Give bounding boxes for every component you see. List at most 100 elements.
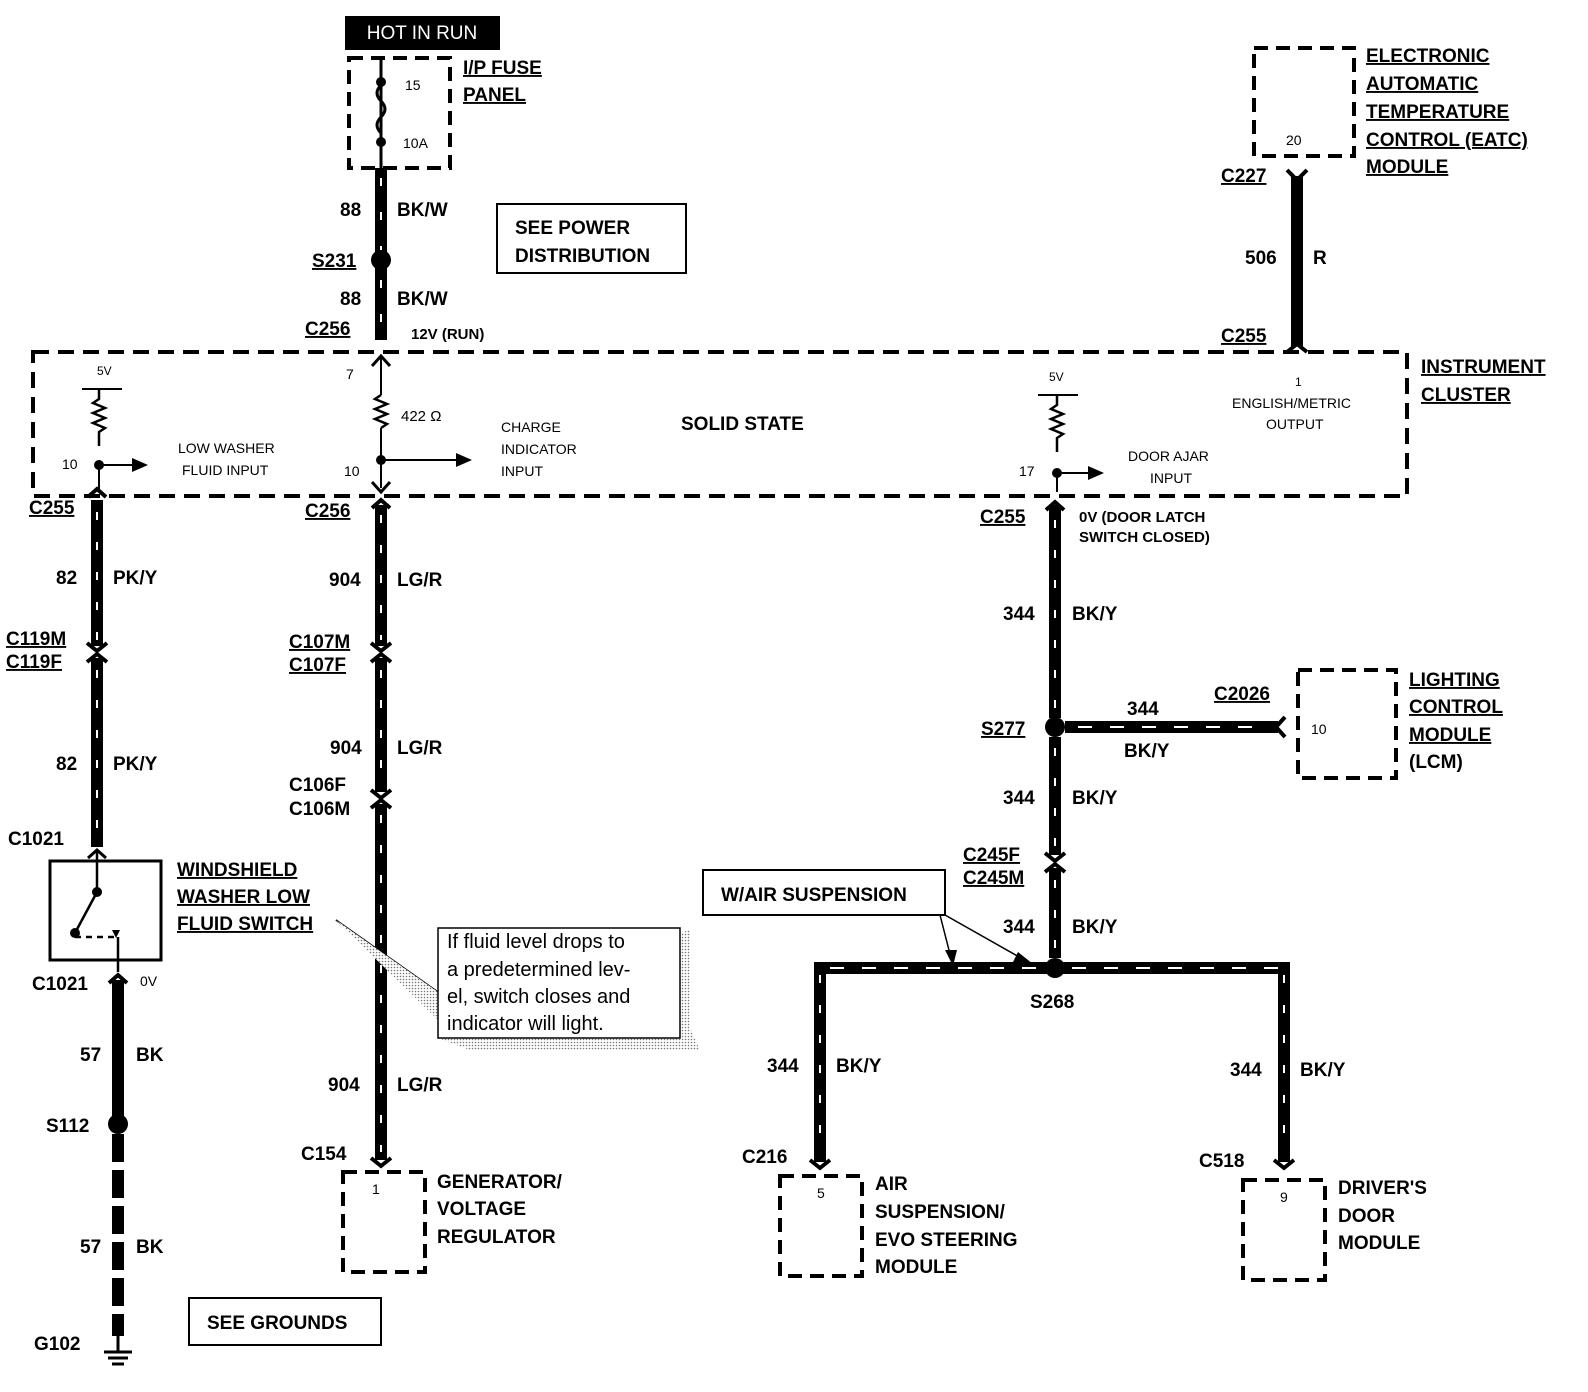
- svg-text:el, switch closes and: el, switch closes and: [447, 986, 630, 1008]
- wire-57: C1021 0V 57 BK S112 57 BK G102: [32, 972, 164, 1366]
- label-c255-top: C255: [1221, 326, 1267, 347]
- splice-s277: [1045, 717, 1065, 737]
- svg-text:VOLTAGE: VOLTAGE: [437, 1199, 526, 1220]
- svg-text:WINDSHIELD: WINDSHIELD: [177, 860, 297, 881]
- svg-text:5V: 5V: [97, 364, 112, 378]
- fuse-icon: [375, 83, 387, 135]
- svg-text:10: 10: [1311, 721, 1327, 737]
- svg-text:344: 344: [1230, 1060, 1262, 1081]
- svg-text:904: 904: [328, 1075, 360, 1096]
- svg-text:INPUT: INPUT: [1150, 470, 1192, 486]
- svg-text:PK/Y: PK/Y: [113, 754, 158, 775]
- svg-text:OUTPUT: OUTPUT: [1266, 416, 1324, 432]
- svg-text:C518: C518: [1199, 1151, 1244, 1172]
- svg-text:BK/Y: BK/Y: [1072, 917, 1118, 938]
- splice-s231: [371, 250, 391, 270]
- air-suspension-module: 5 AIR SUSPENSION/ EVO STEERING MODULE: [778, 1174, 1018, 1278]
- svg-text:C107F: C107F: [289, 655, 346, 676]
- svg-text:SEE GROUNDS: SEE GROUNDS: [207, 1313, 347, 1334]
- svg-text:PK/Y: PK/Y: [113, 568, 158, 589]
- svg-text:SOLID STATE: SOLID STATE: [681, 414, 804, 435]
- svg-text:BK/Y: BK/Y: [1124, 741, 1170, 762]
- svg-text:ELECTRONIC: ELECTRONIC: [1366, 46, 1490, 67]
- eatc-module: 20 ELECTRONIC AUTOMATIC TEMPERATURE CONT…: [1221, 46, 1528, 187]
- svg-text:TEMPERATURE: TEMPERATURE: [1366, 102, 1509, 123]
- svg-text:422 Ω: 422 Ω: [401, 408, 441, 425]
- svg-text:WASHER LOW: WASHER LOW: [177, 887, 310, 908]
- svg-text:SUSPENSION/: SUSPENSION/: [875, 1202, 1006, 1223]
- svg-text:AUTOMATIC: AUTOMATIC: [1366, 74, 1479, 95]
- svg-text:(LCM): (LCM): [1409, 752, 1463, 773]
- fluid-level-note: If fluid level drops to a predetermined …: [336, 920, 700, 1050]
- svg-text:C1021: C1021: [32, 974, 88, 995]
- svg-text:S112: S112: [46, 1116, 89, 1137]
- svg-text:344: 344: [1003, 604, 1035, 625]
- fuse-panel: 15 10A I/P FUSE PANEL: [347, 56, 542, 170]
- svg-text:LG/R: LG/R: [397, 1075, 443, 1096]
- svg-text:CONTROL: CONTROL: [1409, 697, 1503, 718]
- svg-text:506: 506: [1245, 248, 1277, 269]
- svg-text:C2026: C2026: [1214, 684, 1270, 705]
- wire-904: C256 904 LG/R C107M C107F 904 LG/R C106F…: [289, 497, 443, 1169]
- svg-text:C245M: C245M: [963, 868, 1024, 889]
- hot-in-run-label: HOT IN RUN: [345, 16, 500, 50]
- svg-text:LIGHTING: LIGHTING: [1409, 670, 1500, 691]
- svg-text:LOW WASHER: LOW WASHER: [178, 440, 275, 456]
- svg-text:0V (DOOR LATCH: 0V (DOOR LATCH: [1079, 509, 1205, 526]
- svg-text:904: 904: [329, 570, 361, 591]
- svg-text:C245F: C245F: [963, 845, 1020, 866]
- svg-text:C119F: C119F: [6, 652, 62, 673]
- svg-text:DISTRIBUTION: DISTRIBUTION: [515, 246, 650, 267]
- svg-text:C107M: C107M: [289, 632, 350, 653]
- svg-text:344: 344: [1127, 699, 1159, 720]
- wire-344: C255 0V (DOOR LATCH SWITCH CLOSED) 344 B…: [963, 499, 1210, 1013]
- drivers-door-module: 9 DRIVER'S DOOR MODULE: [1241, 1178, 1427, 1282]
- svg-text:BK/Y: BK/Y: [1072, 788, 1118, 809]
- see-power-distribution: SEE POWER DISTRIBUTION: [496, 203, 687, 274]
- svg-text:5V: 5V: [1049, 370, 1064, 384]
- svg-text:9: 9: [1280, 1189, 1288, 1205]
- instrument-cluster: INSTRUMENT CLUSTER SOLID STATE 5V 10 LOW…: [31, 350, 1546, 498]
- svg-text:12V (RUN): 12V (RUN): [411, 326, 484, 343]
- splice-s112: [108, 1114, 128, 1134]
- svg-text:904: 904: [330, 738, 362, 759]
- lighting-control-module: 10 LIGHTING CONTROL MODULE (LCM): [1296, 668, 1503, 780]
- wire-506: 506 R C255: [1221, 168, 1327, 354]
- svg-text:S268: S268: [1030, 992, 1074, 1013]
- ground-icon: [104, 1336, 132, 1366]
- label-s231: S231: [312, 251, 357, 272]
- svg-text:DOOR AJAR: DOOR AJAR: [1128, 448, 1209, 464]
- svg-text:C119M: C119M: [6, 629, 66, 650]
- svg-text:MODULE: MODULE: [875, 1257, 957, 1278]
- svg-text:EVO STEERING: EVO STEERING: [875, 1230, 1018, 1251]
- svg-text:88: 88: [340, 200, 361, 221]
- svg-text:57: 57: [80, 1237, 101, 1258]
- wire-88: 88 BK/W 88 BK/W S231 C256 12V (RUN): [305, 168, 484, 343]
- svg-text:MODULE: MODULE: [1409, 725, 1491, 746]
- svg-text:SWITCH CLOSED): SWITCH CLOSED): [1079, 529, 1210, 546]
- svg-text:57: 57: [80, 1045, 101, 1066]
- fuse-rating: 10A: [403, 135, 429, 151]
- svg-text:INPUT: INPUT: [501, 463, 543, 479]
- wire-82: C255 82 PK/Y C119M C119F 82 PK/Y C1021: [6, 486, 158, 850]
- svg-text:If fluid level drops to: If fluid level drops to: [447, 931, 625, 953]
- svg-text:BK: BK: [136, 1237, 164, 1258]
- svg-text:344: 344: [1003, 917, 1035, 938]
- svg-text:BK/W: BK/W: [397, 200, 448, 221]
- svg-text:C1021: C1021: [8, 829, 64, 850]
- svg-text:C106M: C106M: [289, 799, 350, 820]
- label-c227: C227: [1221, 166, 1266, 187]
- svg-text:CLUSTER: CLUSTER: [1421, 385, 1511, 406]
- svg-text:C106F: C106F: [289, 775, 346, 796]
- svg-text:20: 20: [1286, 132, 1302, 148]
- wire-344-lcm: 344 BK/Y C2026: [1065, 684, 1287, 762]
- svg-text:FLUID SWITCH: FLUID SWITCH: [177, 914, 313, 935]
- svg-text:344: 344: [767, 1056, 799, 1077]
- svg-text:1: 1: [1295, 375, 1302, 389]
- arrow-icon: [132, 458, 148, 472]
- w-air-suspension-label: W/AIR SUSPENSION: [702, 869, 1038, 968]
- svg-text:BK/Y: BK/Y: [1300, 1060, 1346, 1081]
- svg-text:LG/R: LG/R: [397, 570, 443, 591]
- svg-text:DRIVER'S: DRIVER'S: [1338, 1178, 1427, 1199]
